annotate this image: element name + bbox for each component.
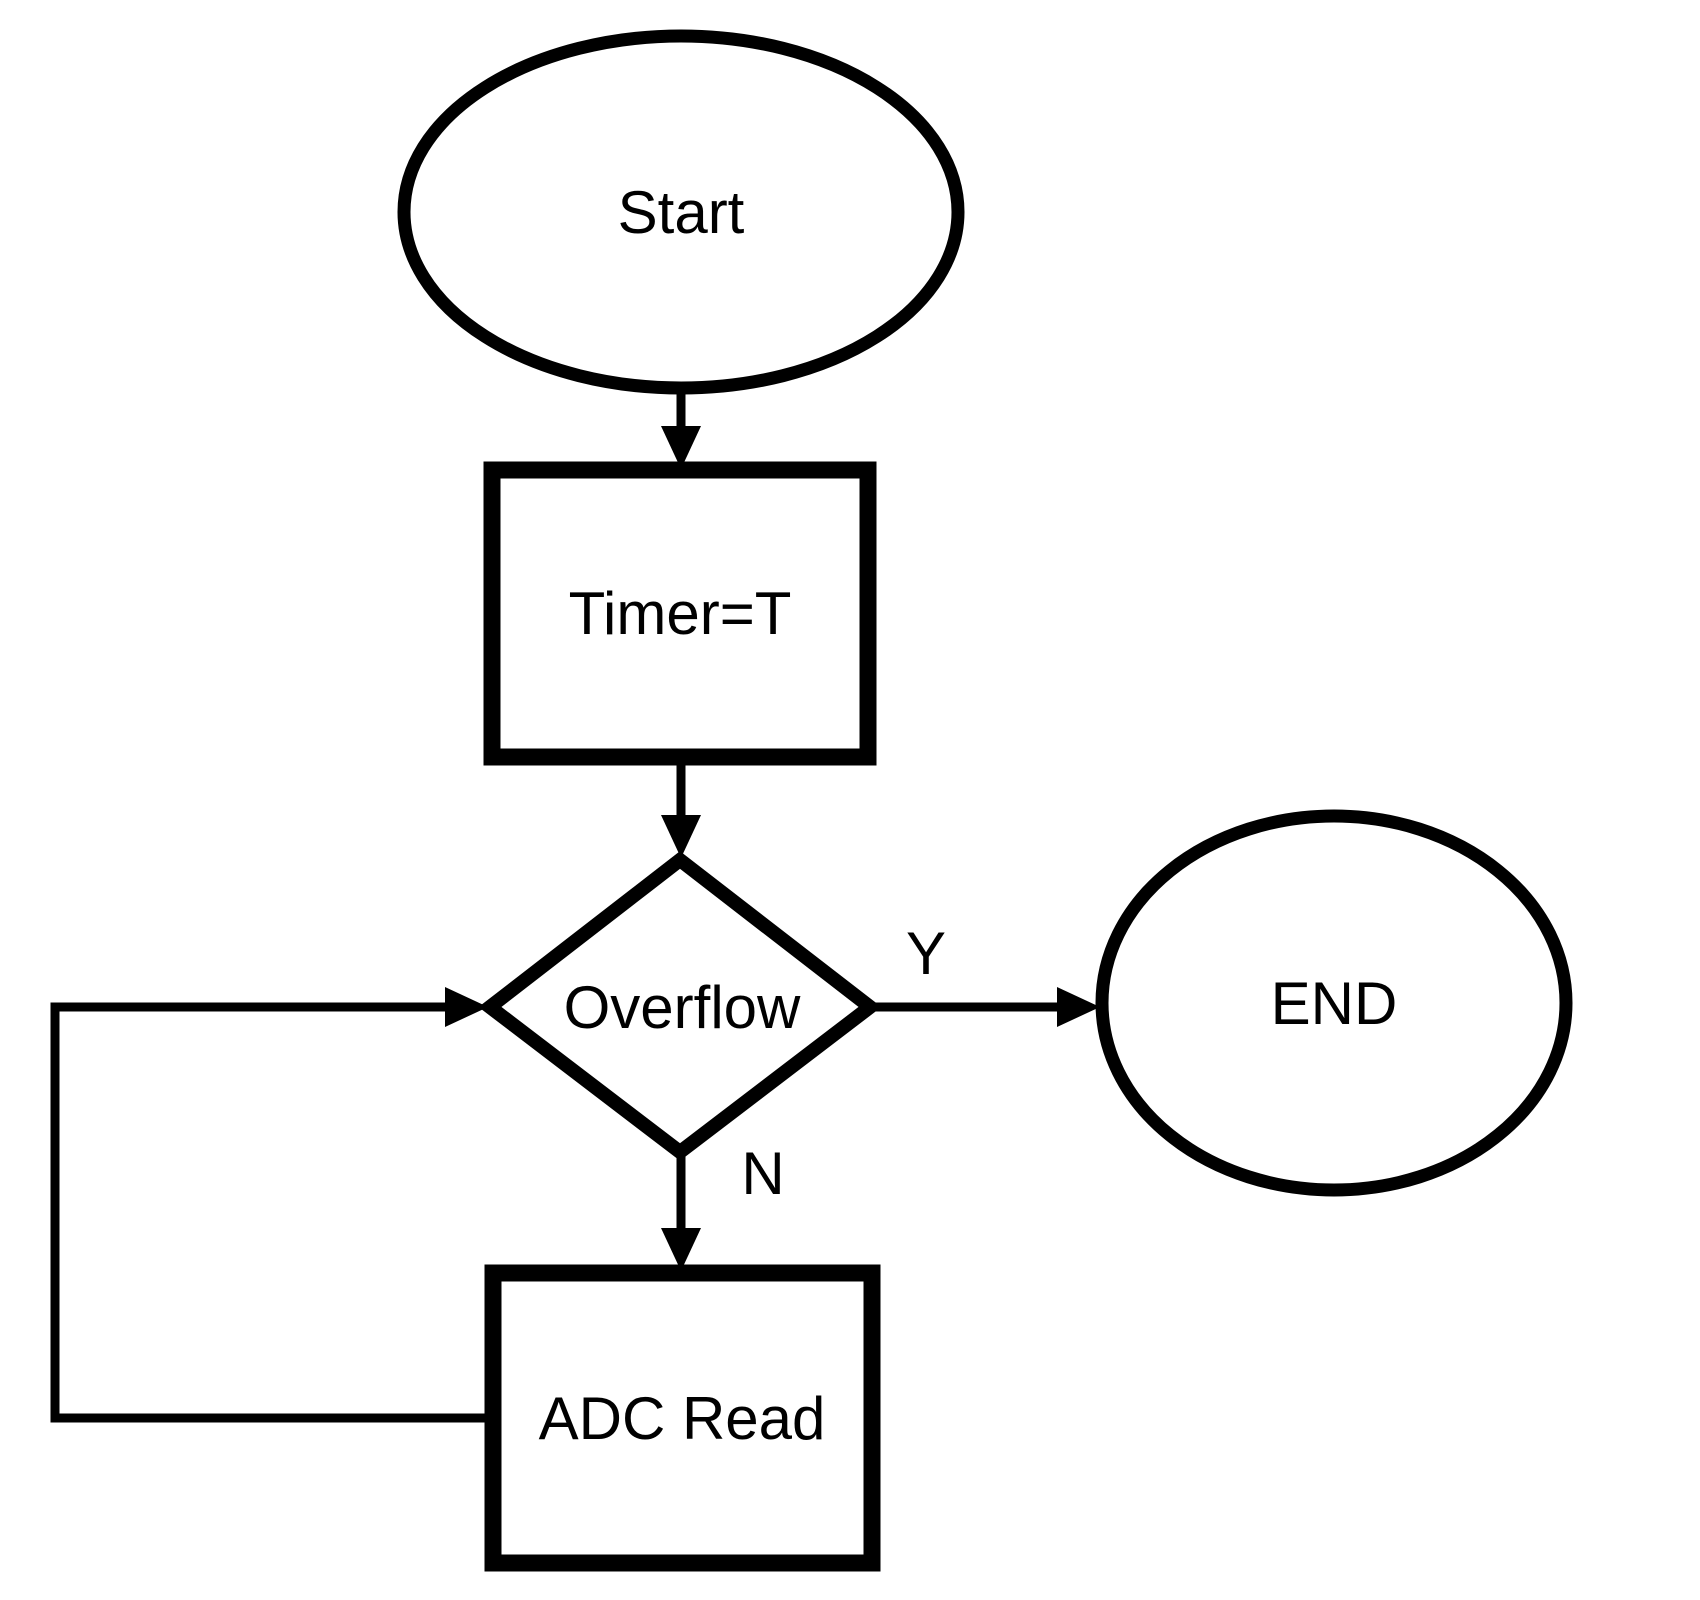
overflow-diamond — [478, 851, 882, 1161]
edge-adc-read-loop-to-overflow — [50, 987, 500, 1423]
edge-overflow-to-end: Y — [868, 920, 1100, 1027]
arrowhead-down-icon — [661, 426, 701, 469]
flowchart-node-overflow: Overflow — [478, 851, 882, 1161]
arrowhead-right-icon — [445, 987, 488, 1027]
end-label: END — [1271, 970, 1398, 1037]
flowchart-node-end: END — [1095, 809, 1573, 1197]
edge-timer-to-overflow — [661, 755, 701, 858]
arrowhead-down-icon — [661, 815, 701, 858]
adc-read-label: ADC Read — [539, 1385, 826, 1452]
edge-overflow-to-adc-read: N — [661, 1140, 785, 1271]
start-ellipse — [397, 29, 965, 395]
flowchart-node-timer: Timer=T — [483, 461, 877, 766]
edge-loop-polyline — [50, 1002, 500, 1423]
edge-start-to-timer — [661, 386, 701, 469]
end-ellipse — [1095, 809, 1573, 1197]
timer-label: Timer=T — [569, 580, 792, 647]
flowchart-node-adc-read: ADC Read — [484, 1264, 881, 1572]
arrowhead-down-icon — [661, 1228, 701, 1271]
adc-read-rect — [484, 1264, 881, 1572]
edge-label-no: N — [741, 1140, 784, 1207]
overflow-label: Overflow — [564, 974, 801, 1041]
arrowhead-right-icon — [1057, 987, 1100, 1027]
edge-label-yes: Y — [906, 920, 946, 987]
flowchart-node-start: Start — [397, 29, 965, 395]
start-label: Start — [618, 179, 745, 246]
timer-rect — [483, 461, 877, 766]
